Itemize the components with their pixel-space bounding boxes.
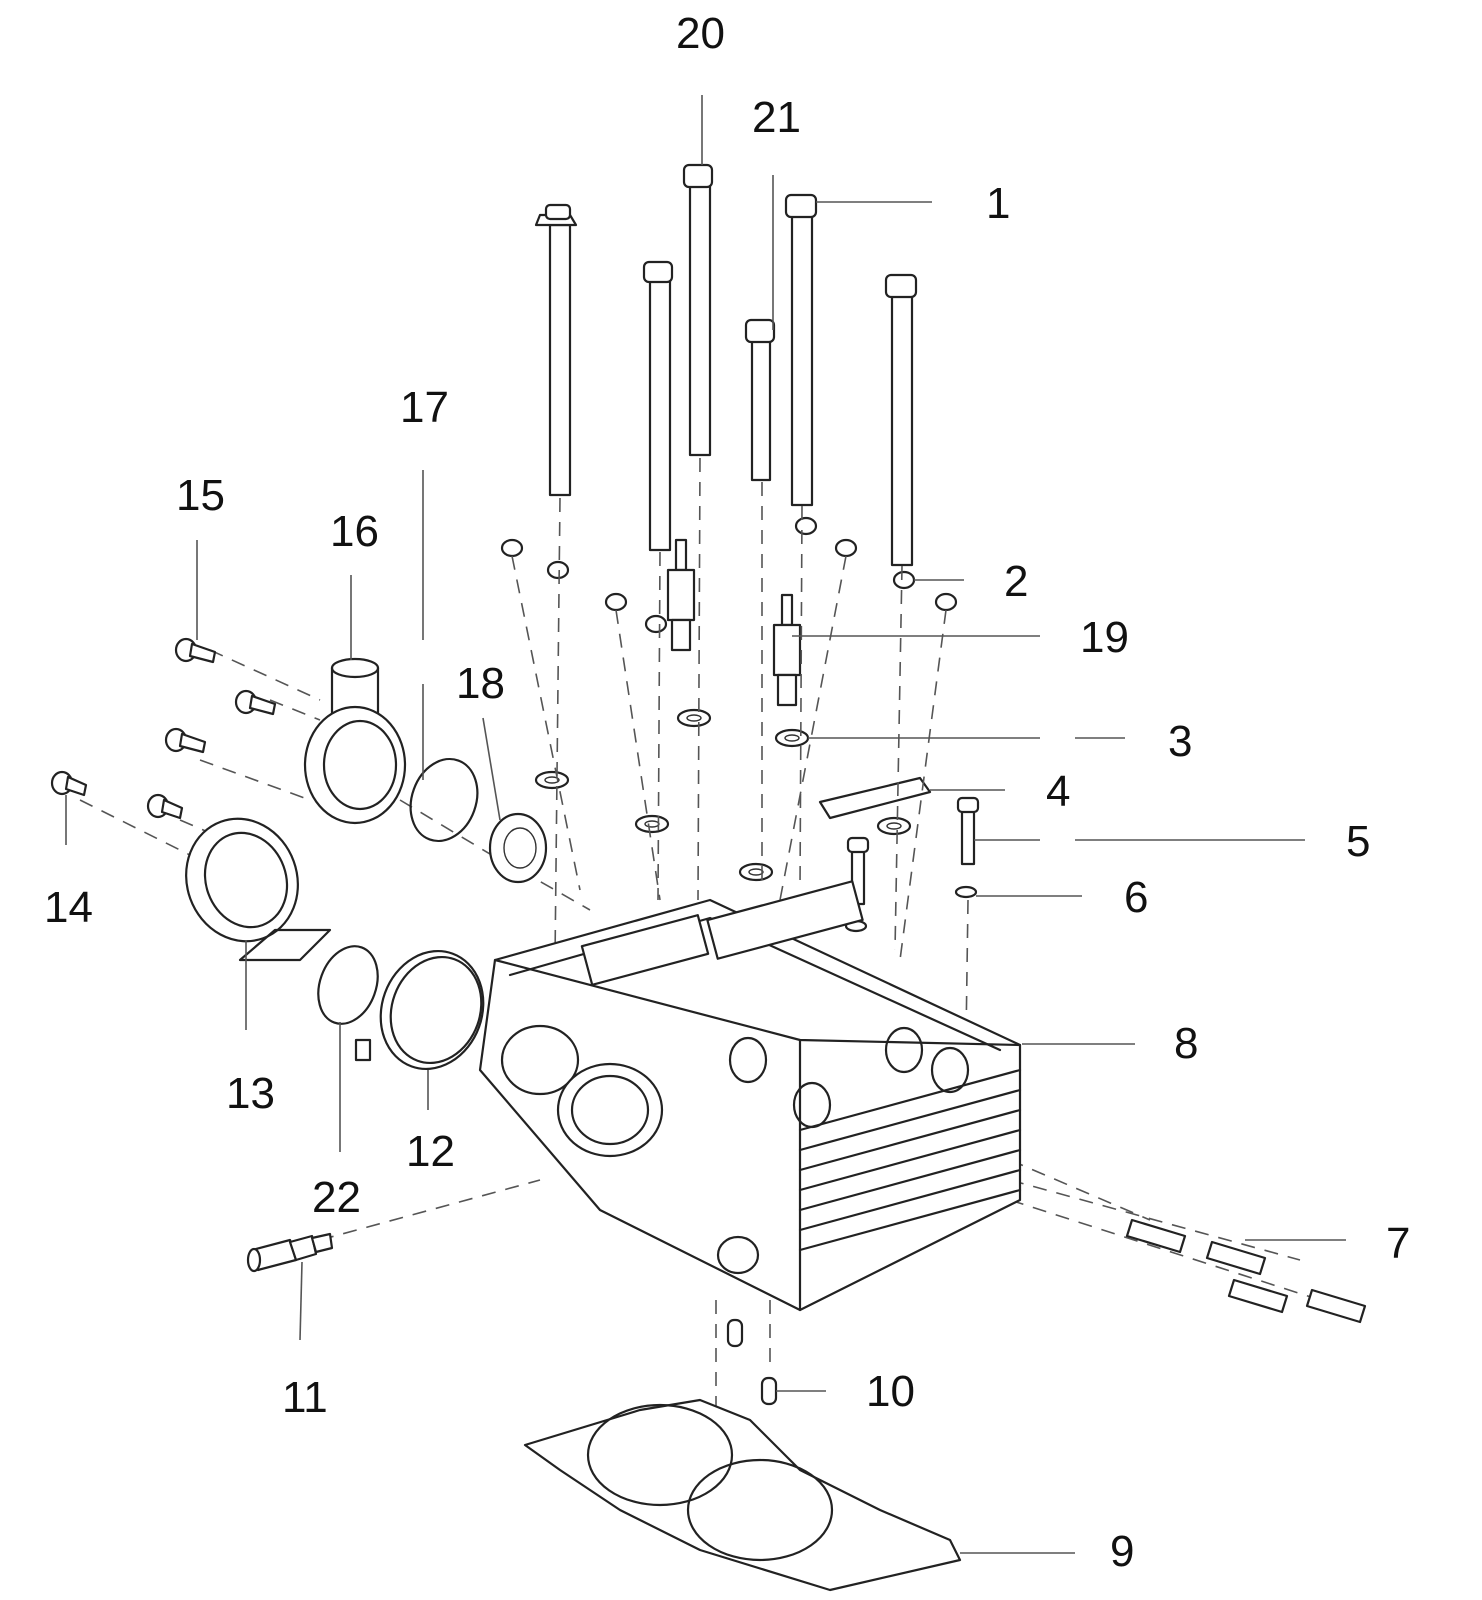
head-bolt-icon bbox=[682, 163, 714, 457]
callout-11: 11 bbox=[282, 1373, 328, 1422]
head-bolt-icon bbox=[534, 203, 578, 497]
thermostat-housing-icon bbox=[303, 657, 407, 825]
callout-1: 1 bbox=[986, 179, 1011, 228]
callout-16: 16 bbox=[330, 507, 379, 556]
callout-17: 17 bbox=[400, 383, 449, 432]
o-ring-icon bbox=[409, 757, 479, 843]
callout-7: 7 bbox=[1386, 1219, 1411, 1268]
head-bolt-icon bbox=[744, 318, 776, 482]
callout-20: 20 bbox=[676, 9, 725, 58]
callout-4: 4 bbox=[1046, 767, 1071, 816]
callout-13: 13 bbox=[226, 1069, 275, 1118]
washer-icon bbox=[534, 708, 912, 882]
callout-8: 8 bbox=[1174, 1019, 1199, 1068]
washer-icon bbox=[954, 885, 978, 899]
head-bolt-icon bbox=[784, 193, 818, 507]
bolt-icon bbox=[50, 637, 277, 820]
dowel-pin-icon bbox=[726, 1318, 744, 1348]
callout-9: 9 bbox=[1110, 1527, 1135, 1576]
callout-14: 14 bbox=[44, 883, 93, 932]
spark-plug-icon bbox=[666, 538, 696, 652]
callout-10: 10 bbox=[866, 1367, 915, 1416]
head-gasket-icon bbox=[523, 1398, 962, 1592]
callout-3: 3 bbox=[1168, 717, 1193, 766]
callout-6: 6 bbox=[1124, 873, 1149, 922]
assembly-lines bbox=[79, 457, 1321, 1440]
head-bolt-icon bbox=[884, 273, 918, 567]
thermostat-icon bbox=[488, 812, 548, 884]
callout-18: 18 bbox=[456, 659, 505, 708]
callout-21: 21 bbox=[752, 93, 801, 142]
hose-clamp-icon bbox=[354, 949, 485, 1071]
callout-19: 19 bbox=[1080, 613, 1129, 662]
callout-15: 15 bbox=[176, 471, 225, 520]
callout-22: 22 bbox=[312, 1173, 361, 1222]
callout-5: 5 bbox=[1346, 817, 1371, 866]
leader-lines bbox=[65, 95, 1346, 1554]
spark-plug-icon bbox=[772, 593, 802, 707]
callout-12: 12 bbox=[406, 1127, 455, 1176]
nut-icon bbox=[500, 516, 958, 634]
dowel-pin-icon bbox=[760, 1376, 778, 1406]
dowel-pin-icon bbox=[1125, 1218, 1367, 1324]
o-ring-icon bbox=[317, 945, 379, 1025]
callout-2: 2 bbox=[1004, 557, 1029, 606]
retaining-plate-icon bbox=[818, 776, 932, 820]
head-bolt-icon bbox=[642, 260, 674, 552]
temperature-sensor-icon bbox=[246, 1232, 334, 1273]
cylinder-head-icon bbox=[478, 880, 1022, 1312]
intake-manifold-icon bbox=[185, 817, 332, 962]
